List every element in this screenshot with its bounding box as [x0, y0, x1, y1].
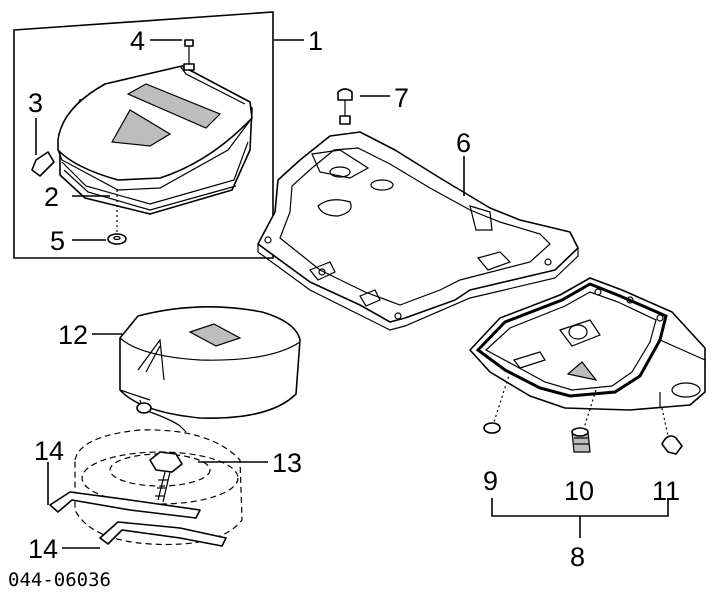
clip-part-11: [661, 407, 683, 455]
callout-14-upper: 14: [34, 436, 64, 466]
clip-part-3: [31, 151, 55, 177]
callout-14-lower: 14: [28, 534, 58, 564]
callout-3: 3: [28, 88, 43, 118]
pin-part-4: [183, 39, 195, 71]
callout-2: 2: [44, 182, 59, 212]
callout-10: 10: [564, 476, 594, 506]
diagram-code: 044-06036: [8, 569, 111, 591]
strap-part-14-lower: [99, 521, 227, 547]
callout-5: 5: [50, 226, 65, 256]
grommet-part-5: [107, 190, 127, 245]
callout-4: 4: [130, 26, 145, 56]
callout-12: 12: [58, 320, 88, 350]
callout-8: 8: [570, 542, 585, 572]
plug-part-9: [483, 371, 511, 434]
callouts: 1 2 3 4 5 6 7 8 9 10 11 12 13 14 14: [28, 26, 680, 572]
stopper-part-10: [571, 389, 597, 453]
callout-1: 1: [308, 26, 323, 56]
cover-part-1: [57, 65, 253, 191]
strap-part-14-upper: [49, 491, 201, 519]
trunk-well-part-8: [469, 277, 706, 411]
bolt-part-13: [149, 451, 183, 503]
pin-part-7: [337, 88, 353, 125]
tire-cover-part-12: [119, 306, 301, 433]
callout-11: 11: [652, 476, 680, 506]
callout-7: 7: [394, 83, 409, 113]
inset-box: [13, 11, 274, 259]
callout-9: 9: [483, 466, 498, 496]
floor-panel-part-6: [257, 131, 579, 331]
callout-6: 6: [456, 128, 471, 158]
leader-lines: [35, 39, 669, 549]
callout-13: 13: [272, 448, 302, 478]
